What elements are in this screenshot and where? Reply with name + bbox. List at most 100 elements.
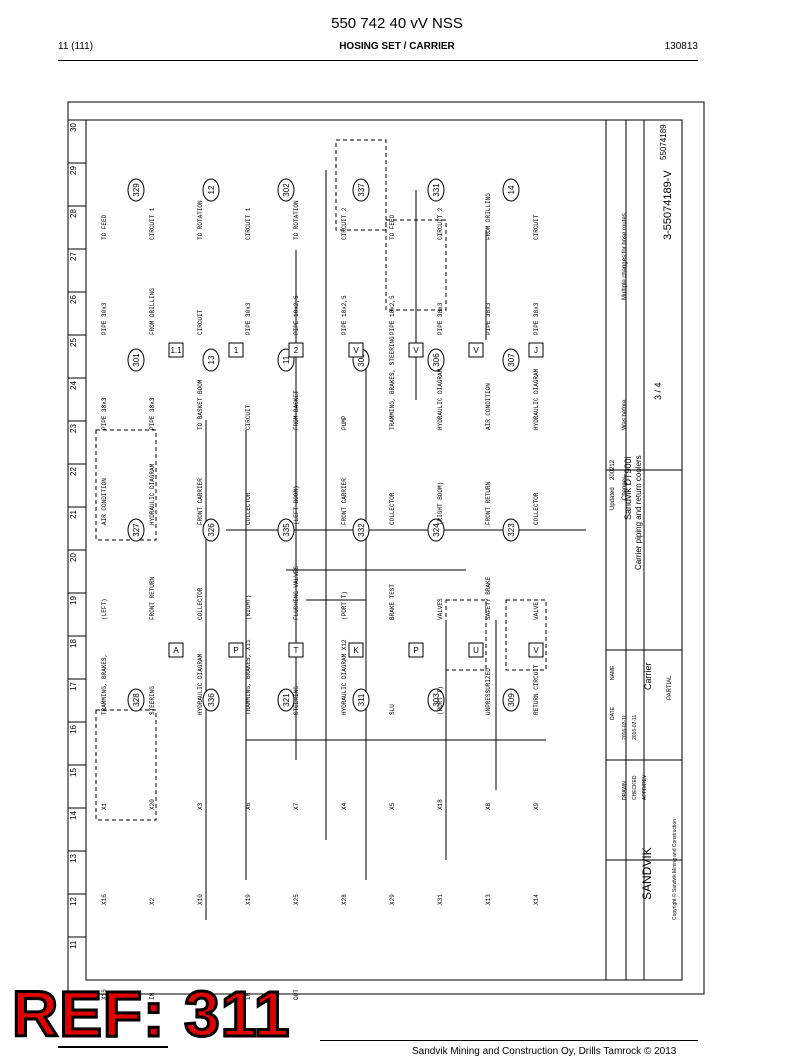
annotation: BRAKE TEST	[389, 584, 396, 620]
frame-tick-23: 23	[69, 424, 78, 433]
annotation: PIPE 18x2,5	[389, 295, 396, 335]
title-block-text: 2016-02-11	[622, 715, 628, 740]
hydraulic-lines	[95, 139, 586, 920]
callout-324-circle	[427, 518, 445, 542]
annotation: TO ROTATION	[293, 200, 300, 240]
frame-tick-16: 16	[69, 725, 78, 734]
annotation: FRONT CARRIER	[341, 478, 348, 525]
annotation: FLUSHING VALVES	[293, 566, 300, 620]
annotation: PIPE 18x2,5	[293, 295, 300, 335]
callout-307-circle	[502, 348, 520, 372]
frame-tick-13: 13	[69, 854, 78, 863]
annotation: X5	[389, 802, 396, 810]
annotation: X19	[245, 894, 252, 905]
annotation: X6	[245, 802, 252, 810]
annotation: X29	[389, 894, 396, 905]
annotation: SAFETY BRAKE	[485, 576, 492, 620]
title-block-text: Change/	[622, 477, 628, 500]
callout-309: 309	[507, 693, 516, 707]
callout-302: 302	[282, 183, 291, 197]
annotation: TRAMMING, BRAKES, STEERING	[389, 336, 396, 430]
callout-301: 301	[132, 353, 141, 367]
boxed-label: J	[534, 346, 538, 355]
callout-11: 11	[282, 355, 291, 364]
title-block-text: Multiple changes for hose routes.	[622, 211, 628, 300]
page-title: HOSING SET / CARRIER	[339, 41, 455, 52]
annotation: X8	[485, 802, 492, 810]
annotation: SLU	[389, 704, 396, 715]
frame-tick-25: 25	[69, 338, 78, 347]
callout-13-circle	[202, 348, 220, 372]
title-block-text: 2016-02-11	[632, 715, 638, 740]
annotation: (RIGHT BOOM)	[437, 482, 444, 525]
boxed-label-frame	[228, 342, 244, 358]
boxed-label: V	[533, 646, 539, 655]
title-block-text: CHECKED	[632, 775, 638, 800]
annotation: X25	[293, 894, 300, 905]
annotation: AIR CONDITION	[485, 383, 492, 430]
annotation: VALVES	[437, 598, 444, 620]
title-block-text: NAME	[610, 665, 616, 680]
annotation: FRONT CARRIER	[197, 478, 204, 525]
title-block-text: 55074189	[659, 124, 668, 160]
annotation: X10	[197, 894, 204, 905]
frame-tick-15: 15	[69, 768, 78, 777]
annotation: HYDRAULIC DIAGRAM	[437, 368, 444, 430]
boxed-label: V	[413, 346, 419, 355]
annotation: STEERING	[149, 686, 156, 715]
annotation: PIPE 30x3	[101, 302, 108, 335]
boxed-label: P	[413, 646, 418, 655]
annotation: TO FEED	[389, 214, 396, 240]
annotation: CIRCUIT	[533, 214, 540, 240]
annotation: VALVE	[533, 602, 540, 620]
annotation: FRONT RETURN	[149, 576, 156, 620]
boxed-label-frame	[348, 342, 364, 358]
title-block-text: DRAWN	[622, 781, 628, 800]
document-date: 130813	[664, 41, 698, 52]
annotation: COLLECTOR	[389, 492, 396, 525]
callout-12: 12	[207, 185, 216, 194]
boxed-label-frame	[228, 642, 244, 658]
annotation: OUT	[197, 989, 204, 1000]
document-code: 550 742 40 vV NSS	[331, 15, 463, 32]
callout-311-circle	[352, 688, 370, 712]
callout-331-circle	[427, 178, 445, 202]
title-block	[605, 119, 683, 981]
boxed-label-frame	[468, 342, 484, 358]
annotation: X3	[197, 802, 204, 810]
callout-327-circle	[127, 518, 145, 542]
annotation: X13	[485, 894, 492, 905]
annotation: UNPRESSURIZED	[485, 668, 492, 715]
boxed-label: 1	[234, 346, 239, 355]
boxed-label-frame	[408, 342, 424, 358]
annotation: X9	[533, 802, 540, 810]
callout-323-circle	[502, 518, 520, 542]
annotation: (LEFT)	[101, 598, 108, 620]
annotation: X20	[149, 799, 156, 810]
callout-14: 14	[507, 185, 516, 194]
annotation: HYDRAULIC DIAGRAM	[149, 463, 156, 525]
annotation: PIPE 38x3	[437, 302, 444, 335]
annotation: (LEFT BOOM)	[293, 485, 300, 525]
callout-301-circle	[127, 348, 145, 372]
annotation: CIRCUIT	[245, 404, 252, 430]
frame-tick-21: 21	[69, 510, 78, 519]
boxed-label: V	[473, 346, 479, 355]
header-divider	[58, 60, 698, 61]
boxed-label: V	[353, 346, 359, 355]
callout-328: 328	[132, 693, 141, 707]
annotation: X16	[101, 894, 108, 905]
callout-335: 335	[282, 523, 291, 537]
boxed-label: T	[294, 646, 299, 655]
callout-321: 321	[282, 693, 291, 707]
callout-337: 337	[357, 183, 366, 197]
callout-13: 13	[207, 355, 216, 364]
annotation: PIPE 38x3	[149, 397, 156, 430]
boxed-label-frame	[288, 642, 304, 658]
callout-329-circle	[127, 178, 145, 202]
callout-306: 306	[432, 353, 441, 367]
callout-324: 324	[432, 523, 441, 537]
annotation: X4	[341, 802, 348, 810]
title-block-text: Copyright © Sandvik Mining and Construct…	[671, 819, 678, 920]
callout-303-circle	[427, 688, 445, 712]
